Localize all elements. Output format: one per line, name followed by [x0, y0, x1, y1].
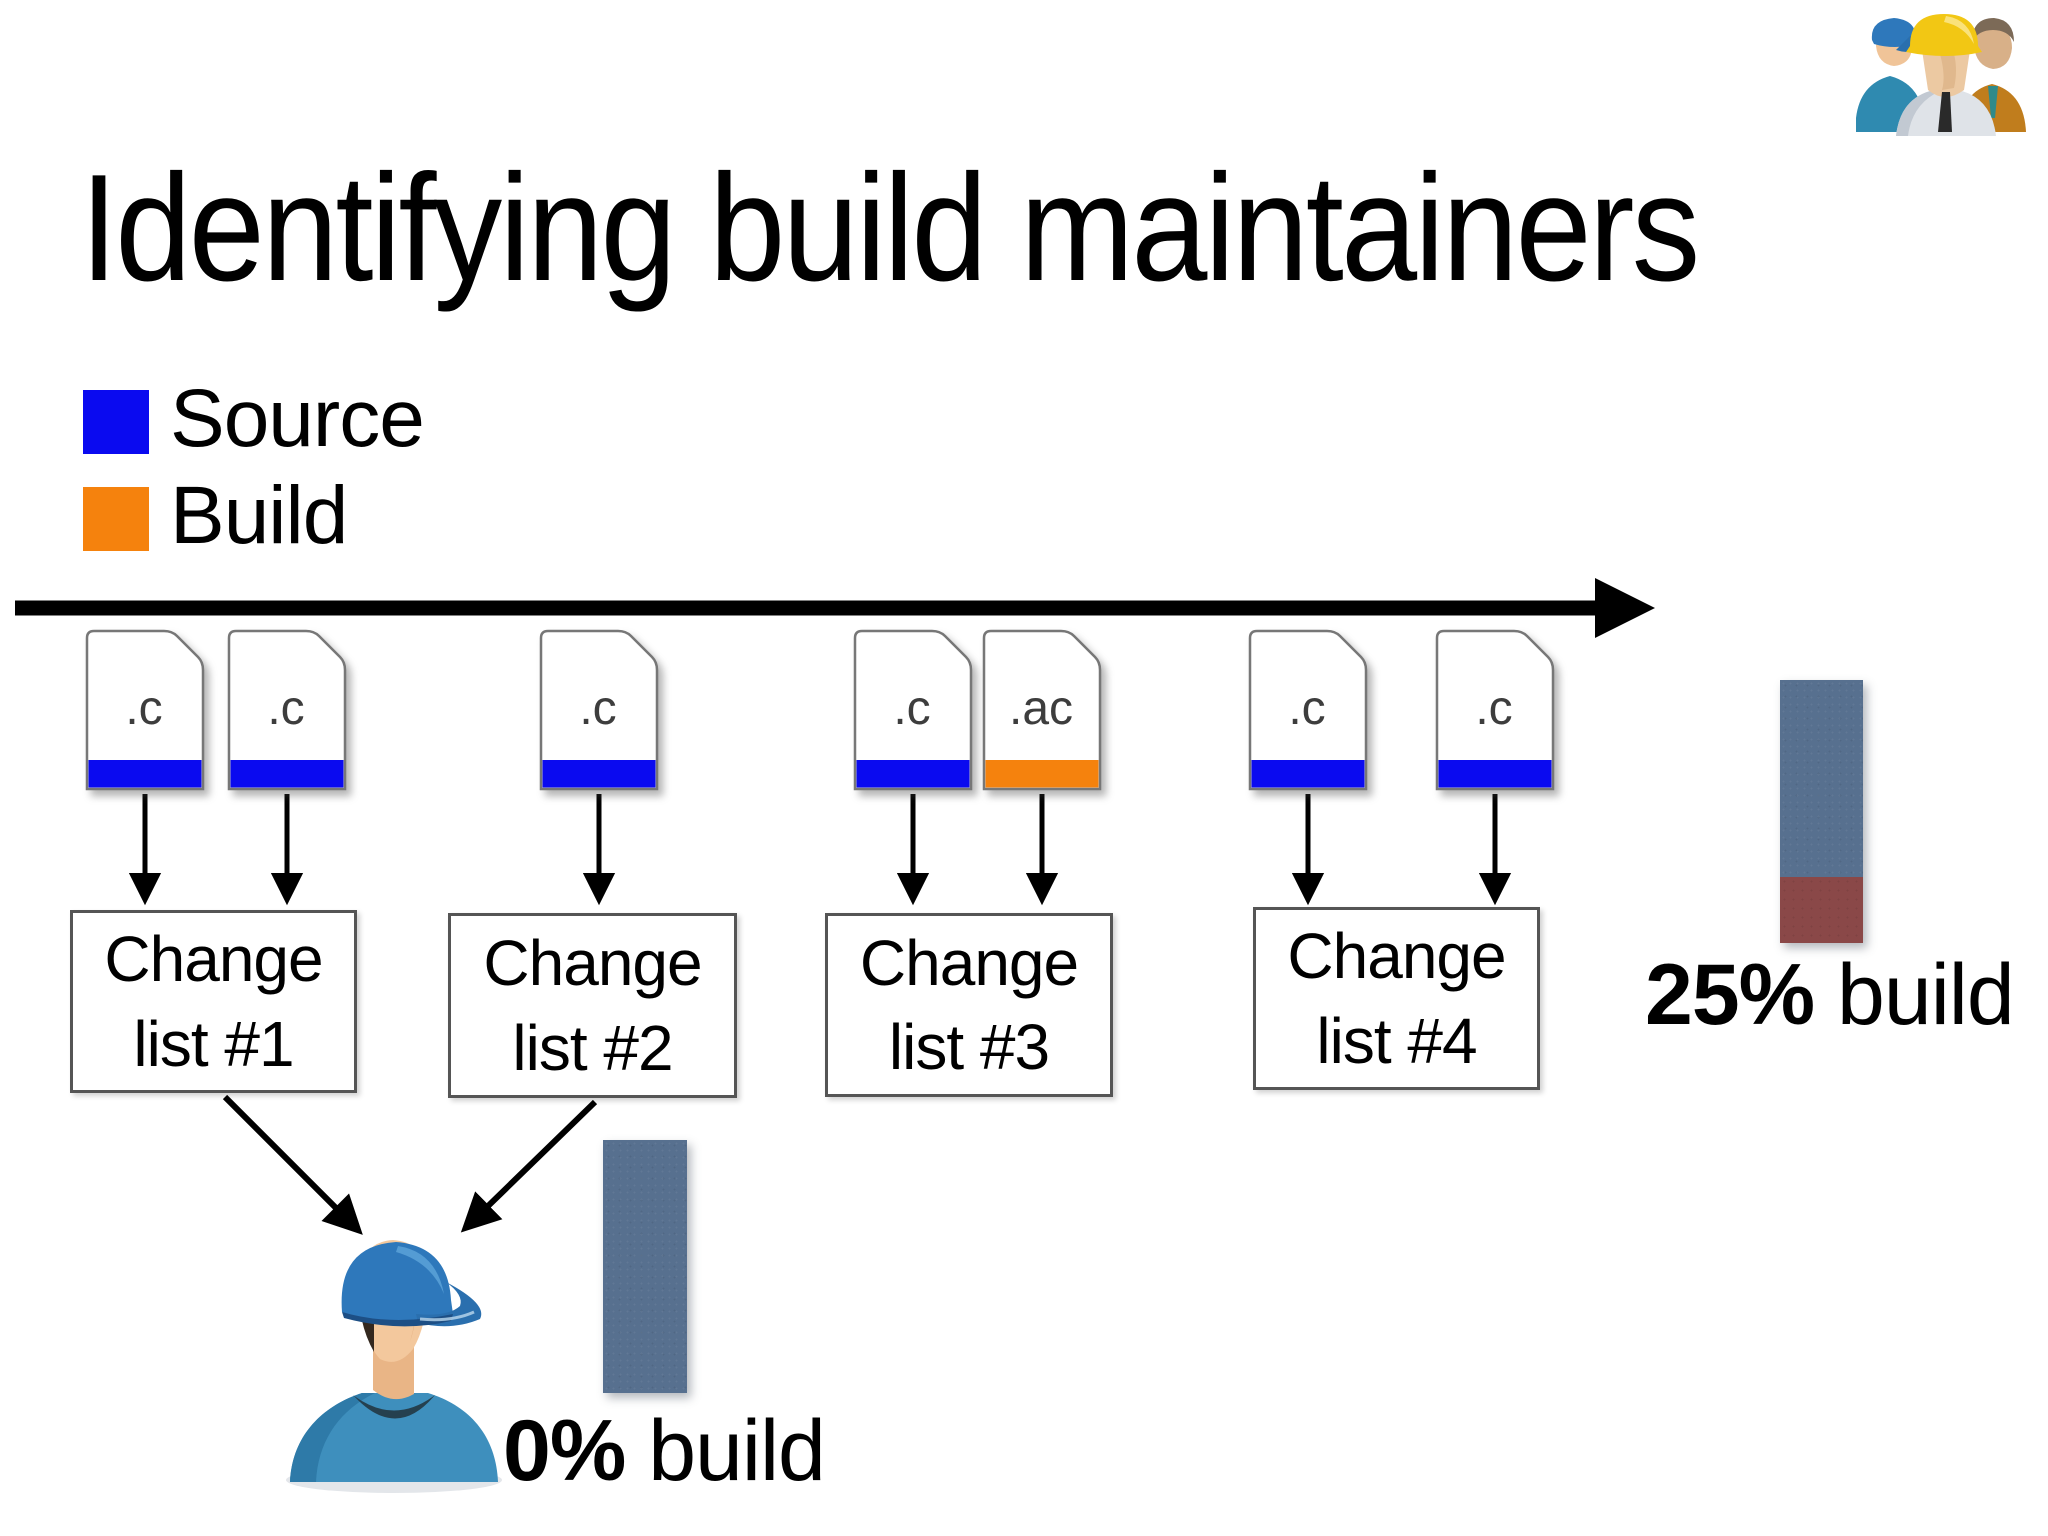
file-type-bar — [856, 760, 970, 788]
file-type-bar — [88, 760, 202, 788]
source-share-segment — [1780, 680, 1863, 878]
build-pct-label-right: 25% build — [1645, 952, 2015, 1038]
file-icon-1: .c — [84, 628, 206, 792]
build-pct-label-maintainer: 0% build — [503, 1408, 826, 1494]
changelist-line1: Change — [483, 927, 702, 1000]
changelist-line1: Change — [104, 923, 323, 996]
file-label: .c — [579, 682, 616, 735]
build-pct-suffix: build — [625, 1403, 826, 1499]
file-label: .ac — [1009, 682, 1073, 735]
changelist-line2: list #2 — [512, 1011, 673, 1084]
source-share-segment — [603, 1140, 687, 1393]
file-icon-2: .c — [226, 628, 348, 792]
changelist-line1: Change — [1287, 920, 1506, 993]
file-label: .c — [1288, 682, 1325, 735]
file-type-bar — [985, 760, 1099, 788]
file-icon-7: .c — [1434, 628, 1556, 792]
build-share-bar-maintainer — [603, 1140, 687, 1393]
file-icon-5: .ac — [981, 628, 1103, 792]
file-label: .c — [893, 682, 930, 735]
changelist-box-3: Change list #3 — [825, 913, 1113, 1097]
file-label: .c — [125, 682, 162, 735]
changelist-box-2: Change list #2 — [448, 913, 737, 1098]
changelist-line2: list #4 — [1316, 1004, 1477, 1077]
build-pct-value: 25% — [1645, 947, 1815, 1043]
file-icon-6: .c — [1247, 628, 1369, 792]
changelist1-to-maintainer-arrow — [222, 1094, 363, 1235]
file-type-bar — [542, 760, 656, 788]
build-share-segment — [1780, 877, 1863, 943]
file-type-bar — [1438, 760, 1552, 788]
legend-label-build: Build — [170, 470, 348, 561]
file-type-bar — [230, 760, 344, 788]
file-label: .c — [1475, 682, 1512, 735]
maintainer-avatar-icon — [280, 1220, 508, 1495]
changelist2-to-maintainer-arrow — [460, 1099, 598, 1233]
file-icon-3: .c — [538, 628, 660, 792]
legend-swatch-build — [83, 487, 149, 551]
build-pct-value: 0% — [503, 1403, 626, 1499]
legend-swatch-source — [83, 390, 149, 454]
changelist-line2: list #3 — [888, 1011, 1050, 1083]
changelist-box-1: Change list #1 — [70, 910, 357, 1093]
file-label: .c — [267, 682, 304, 735]
file-icon-4: .c — [852, 628, 974, 792]
team-icon — [1850, 6, 2032, 136]
changelist-line1: Change — [859, 926, 1079, 999]
file-type-bar — [1251, 760, 1365, 788]
build-pct-suffix: build — [1814, 947, 2015, 1043]
changelist-box-4: Change list #4 — [1253, 907, 1540, 1090]
legend-label-source: Source — [170, 373, 425, 464]
changelist-line2: list #1 — [133, 1007, 294, 1080]
page-title: Identifying build maintainers — [80, 143, 1700, 313]
build-share-bar-right — [1780, 680, 1863, 943]
